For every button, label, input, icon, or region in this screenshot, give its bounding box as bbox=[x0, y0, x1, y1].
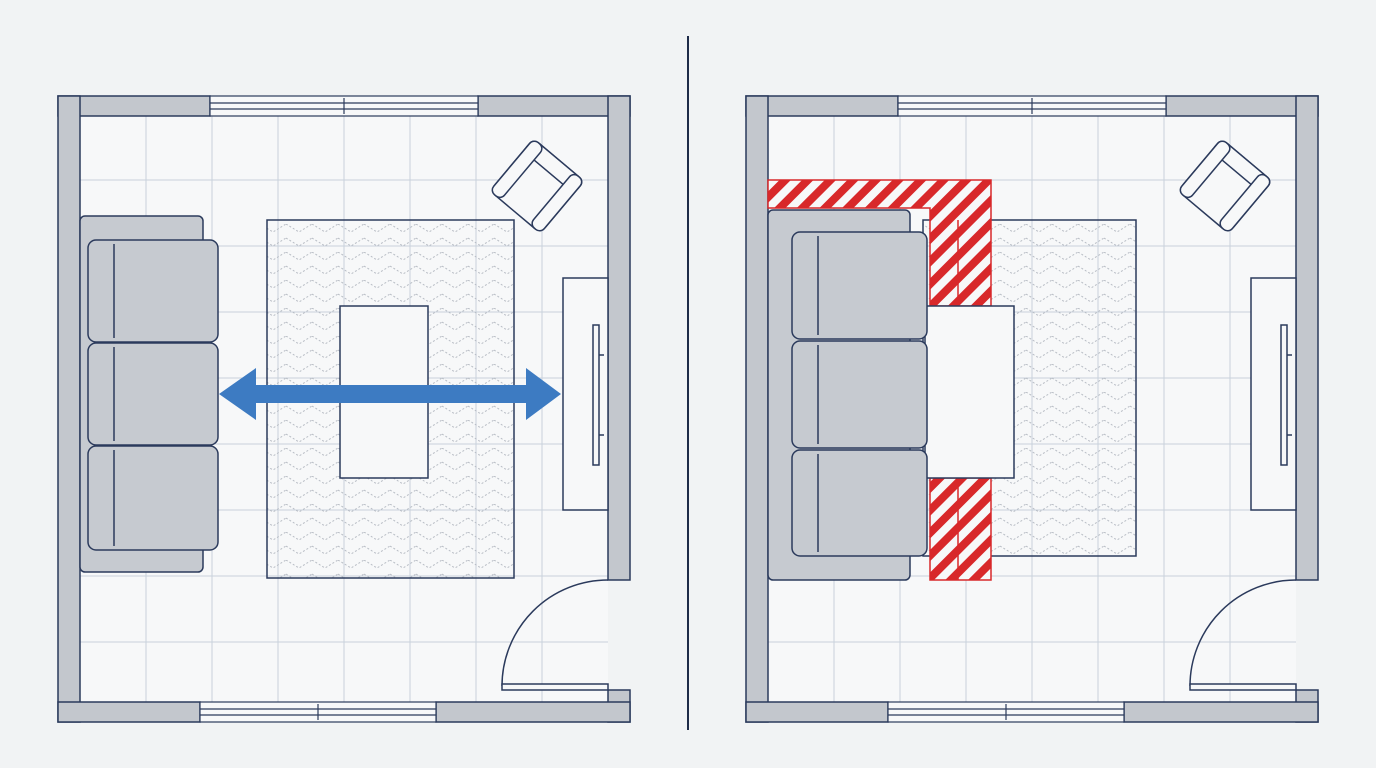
door-swing-icon bbox=[501, 579, 609, 691]
right-floor-plan bbox=[745, 95, 1319, 723]
window-icon bbox=[209, 95, 479, 117]
left-floor-plan bbox=[57, 95, 631, 723]
window-icon bbox=[887, 701, 1125, 723]
sofa-icon bbox=[767, 209, 928, 581]
door-swing-icon bbox=[1189, 579, 1297, 691]
tv-console-icon bbox=[562, 277, 609, 511]
window-icon bbox=[199, 701, 437, 723]
tv-console-icon bbox=[1250, 277, 1297, 511]
coffee-table-icon bbox=[924, 305, 1015, 479]
armchair-icon bbox=[491, 140, 583, 232]
window-icon bbox=[897, 95, 1167, 117]
armchair-icon bbox=[1179, 140, 1271, 232]
double-arrow-icon bbox=[219, 368, 561, 420]
sofa-icon bbox=[79, 215, 219, 573]
